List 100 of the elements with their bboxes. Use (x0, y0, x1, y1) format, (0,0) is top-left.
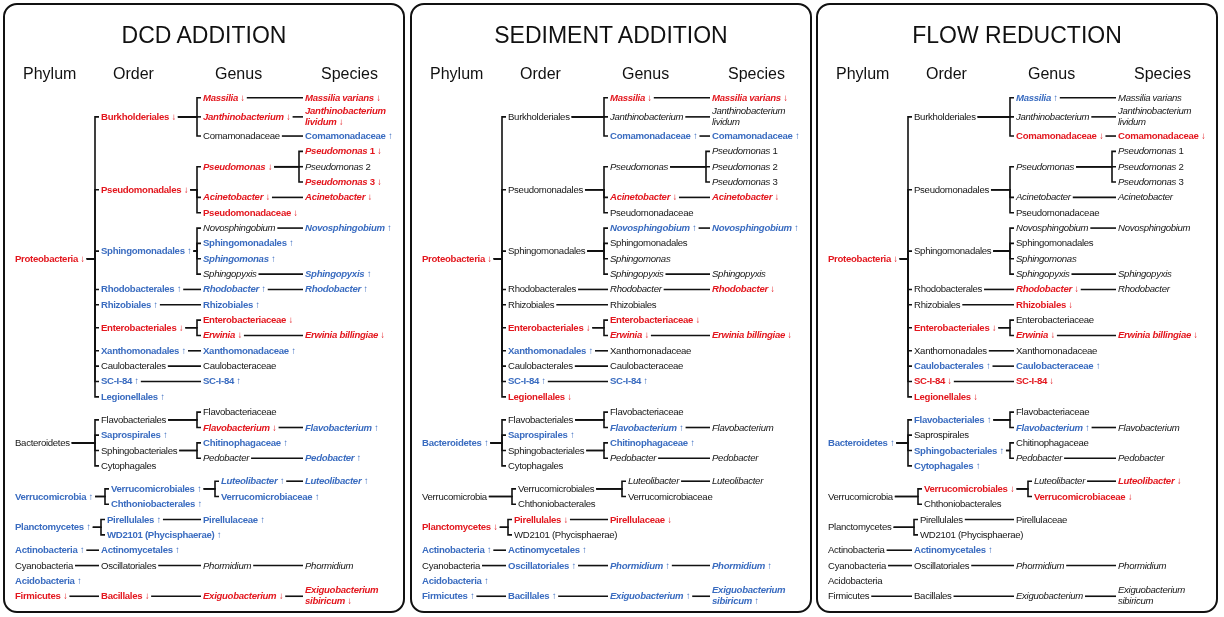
taxon-label: Pedobacter (203, 452, 250, 464)
taxon-label: Saprospirales (914, 429, 969, 441)
bracket-line (885, 549, 913, 551)
taxon-label: Exiguobacterium ↑ (610, 590, 691, 602)
taxon-label: Sphingopyxis ↑ (305, 268, 372, 280)
taxon-label: Rhizobiales (914, 299, 961, 311)
taxon-label: Comamonadaceae ↑ (712, 130, 800, 142)
taxon-label: Enterobacteriaceae ↓ (610, 314, 700, 326)
taxon-label: Acinetobacter ↓ (610, 192, 677, 203)
taxon-label: Burkholderiales (508, 111, 570, 123)
taxon-label: Chitinophagaceae ↑ (203, 437, 288, 449)
taxon-label: Janthinobacterium lividum (712, 106, 806, 128)
taxon-label: Acinetobacter (1016, 192, 1071, 203)
taxon-label: Comamonadaceae ↑ (610, 130, 698, 142)
taxon-label: Rhizobiales (610, 299, 657, 311)
column-header: Order (926, 65, 967, 83)
bracket-line (1005, 449, 1015, 459)
bracket-line (577, 564, 609, 567)
taxon-label: Pseudomonas 3 (712, 176, 778, 188)
taxon-label: Flavobacterium (1118, 422, 1180, 433)
taxon-label: Comamonadaceae ↑ (305, 130, 393, 142)
taxon-label: Novosphingobium ↑ (712, 222, 799, 234)
taxon-label: SC-I-84 ↑ (203, 376, 241, 387)
bracket-line (887, 564, 913, 567)
taxon-label: Pseudomonadaceae (610, 207, 694, 219)
bracket-line (140, 380, 202, 383)
taxon-label: Cyanobacteria (828, 560, 886, 571)
taxon-label: Pirellulaceae (1016, 514, 1068, 525)
taxon-label: Exiguobacterium (1016, 590, 1083, 602)
column-header: Genus (622, 65, 670, 83)
bracket-line (266, 288, 304, 291)
column-header: Phylum (430, 65, 484, 83)
bracket-line (684, 116, 711, 118)
taxon-label: Rhizobiales ↑ (101, 299, 158, 311)
taxon-label: Proteobacteria ↓ (15, 253, 85, 265)
taxon-label: Pseudomonas 2 (1118, 161, 1184, 173)
bracket-line (953, 380, 1015, 383)
taxon-label: Bacteroidetes ↑ (422, 437, 489, 449)
taxon-label: Chthoniobacterales ↑ (111, 498, 203, 510)
taxon-label: Verrucomicrobiales (518, 483, 595, 495)
bracket-line (586, 250, 609, 275)
bracket-line (650, 334, 711, 337)
taxon-label: Luteolibacter (1034, 475, 1086, 487)
taxon-label: Sphingopyxis (610, 268, 664, 280)
taxon-label: Erwinia ↓ (1016, 330, 1055, 341)
taxon-label: Enterobacteriaceae (1016, 314, 1094, 326)
panel-box (816, 3, 1218, 613)
bracket-line (1015, 488, 1033, 498)
bracket-line (492, 549, 507, 551)
bracket-line (697, 227, 711, 229)
taxon-label: Pseudomonas (610, 161, 669, 173)
taxon-label: Exiguobacterium ↓ (203, 590, 284, 602)
taxon-label: Cytophagales (508, 460, 564, 472)
taxon-label: Acinetobacter (1118, 192, 1173, 203)
bracket-line (250, 457, 304, 459)
bracket-line (983, 288, 1015, 291)
taxon-label: Cyanobacteria (422, 560, 480, 571)
bracket-line (192, 250, 202, 275)
taxon-label: Rhizobiales ↓ (1016, 299, 1073, 311)
taxon-label: Pirellulaceae ↑ (203, 514, 265, 525)
taxon-label: Cytophagales ↑ (914, 460, 981, 472)
taxon-label: Enterobacteriales ↓ (914, 322, 997, 334)
taxon-label: Sphingomonadales ↑ (203, 238, 294, 249)
taxon-label: Flavobacterium (712, 422, 774, 433)
bracket-line (895, 442, 913, 467)
bracket-line (291, 116, 304, 118)
taxon-label: Oscillatoriales (914, 560, 970, 571)
taxon-label: Chitinophagaceae ↑ (610, 437, 695, 449)
taxon-label: Xanthomonadales ↑ (508, 345, 593, 357)
bracket-line (585, 449, 609, 459)
bracket-line (997, 327, 1015, 337)
taxon-label: Xanthomonadaceae (1016, 345, 1098, 357)
bracket-line (991, 365, 1015, 367)
taxon-label: Luteolibacter ↓ (1118, 475, 1182, 487)
taxon-label: Janthinobacterium lividum (1118, 106, 1212, 128)
taxon-label: Massilia varians (1118, 92, 1182, 104)
bracket-line (952, 595, 1015, 598)
bracket-line (1090, 426, 1117, 429)
bracket-line (1056, 334, 1117, 337)
taxon-label: Sphingomonadales (508, 245, 586, 257)
taxon-label: Flavobacterium ↓ (203, 422, 277, 433)
bracket-line (91, 526, 106, 536)
taxon-label: Novosphingobium (1016, 222, 1089, 234)
taxon-label: Exiguobacterium sibiricum ↓ (305, 585, 399, 607)
bracket-line (243, 334, 304, 337)
column-header: Genus (1028, 65, 1076, 83)
taxon-label: SC-I-84 ↓ (914, 376, 952, 387)
taxon-label: Oscillatoriales (101, 560, 157, 571)
taxon-label: Flavobacterium ↑ (610, 422, 684, 433)
taxon-label: Chthoniobacterales (518, 498, 596, 510)
taxon-label: Sphingomonadales (1016, 238, 1094, 249)
bracket-line (1071, 196, 1117, 199)
taxon-label: Caulobacterales ↑ (914, 360, 991, 372)
bracket-line (273, 165, 304, 183)
taxon-label: Actinobacteria (828, 544, 885, 556)
taxon-label: Luteolibacter ↑ (221, 475, 285, 487)
bracket-line (574, 365, 609, 367)
taxon-label: Rhodobacterales ↑ (101, 284, 182, 295)
taxon-label: Firmicutes ↓ (15, 590, 68, 602)
bracket-line (992, 250, 1015, 275)
